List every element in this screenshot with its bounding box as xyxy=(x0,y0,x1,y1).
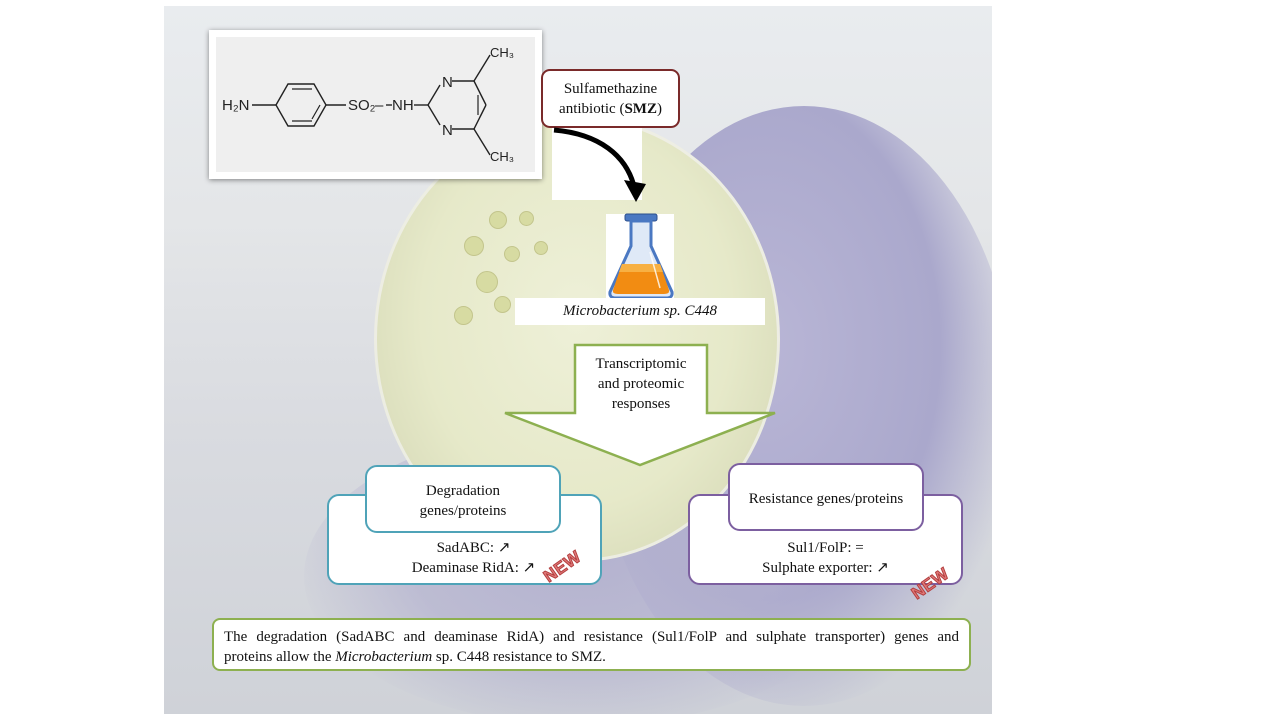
strain-name: Microbacterium sp. C448 xyxy=(562,303,717,319)
resistance-title: Resistance genes/proteins xyxy=(748,491,904,507)
responses-line1: Transcriptomic xyxy=(595,356,687,372)
responses-line2: and proteomic xyxy=(597,376,685,392)
summary-line2: proteins allow the Microbacterium sp. C4… xyxy=(224,649,606,665)
degradation-title-2: genes/proteins xyxy=(419,503,507,519)
n-bottom-label: N xyxy=(442,122,453,139)
summary-box: The degradation (SadABC and deaminase Ri… xyxy=(212,618,971,671)
degradation-title-box: Degradation genes/proteins xyxy=(365,465,561,533)
responses-arrow xyxy=(504,343,776,467)
flask-icon xyxy=(608,213,674,300)
resistance-item-sul1: Sul1/FolP: = xyxy=(787,540,864,556)
ch3-bottom-label: CH₃ xyxy=(490,149,514,164)
antibiotic-name: Sulfamethazine xyxy=(563,81,658,97)
curved-arrow xyxy=(553,127,646,202)
n-top-label: N xyxy=(442,74,453,91)
degradation-title-1: Degradation xyxy=(425,483,501,499)
summary-line1: The degradation (SadABC and deaminase Ri… xyxy=(224,629,959,645)
nh-label: NH xyxy=(392,97,414,114)
amine-label: H₂N xyxy=(222,97,250,114)
resistance-item-exporter: Sulphate exporter: ↗ xyxy=(762,560,889,576)
antibiotic-label: antibiotic (SMZ) xyxy=(559,101,662,117)
resistance-title-box: Resistance genes/proteins xyxy=(728,463,924,531)
degradation-item-sadabc: SadABC: ↗ xyxy=(436,540,511,556)
responses-text: Transcriptomic and proteomic responses xyxy=(575,354,707,414)
structure-drawing: H₂N SO₂ – NH N N CH₃ CH₃ xyxy=(222,45,514,164)
sulfonyl-label: SO₂ xyxy=(348,97,376,114)
responses-line3: responses xyxy=(611,396,671,412)
strain-label-box: Microbacterium sp. C448 xyxy=(515,298,765,325)
degradation-item-ridA: Deaminase RidA: ↗ xyxy=(411,560,536,576)
summary-genus: Microbacterium xyxy=(335,649,433,665)
sulfamethazine-structure: H₂N SO₂ – NH N N CH₃ CH₃ xyxy=(209,30,542,179)
ch3-top-label: CH₃ xyxy=(490,45,514,60)
svg-text:–: – xyxy=(375,97,384,114)
antibiotic-box: Sulfamethazine antibiotic (SMZ) xyxy=(541,69,680,128)
antibiotic-abbr: SMZ xyxy=(624,101,657,117)
